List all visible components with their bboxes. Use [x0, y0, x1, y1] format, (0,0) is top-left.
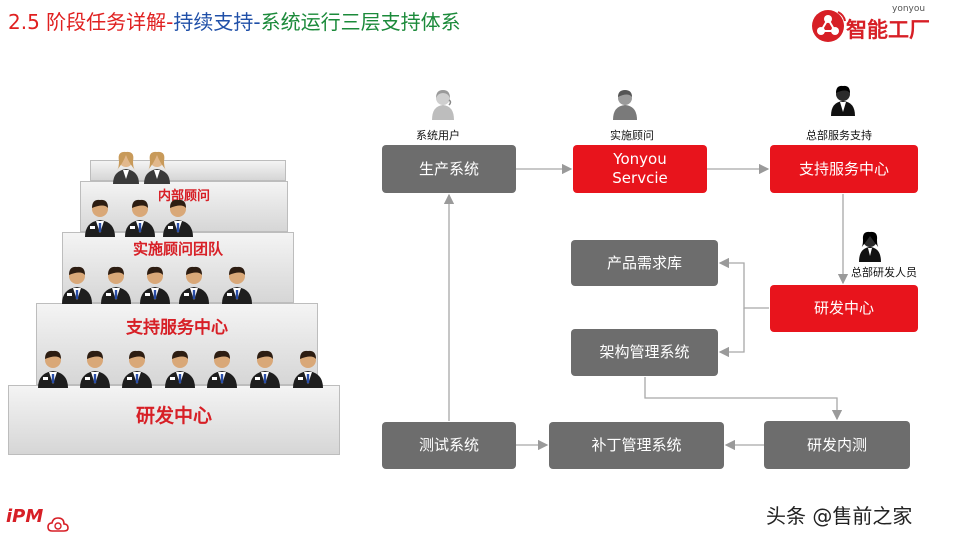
title-part-stage: 2.5 阶段任务详解- — [8, 10, 174, 34]
ipm-logo-text: iPM — [6, 506, 44, 527]
step-internal-consultant: 内部顾问 — [80, 181, 288, 232]
implementation-consultant-icon — [613, 90, 637, 120]
node-production-system: 生产系统 — [382, 145, 516, 193]
title-part-system: 系统运行三层支持体系 — [260, 10, 461, 34]
cloud-camera-icon — [47, 517, 69, 532]
hq-rd-staff-icon — [859, 231, 881, 262]
step-label-support-center: 支持服务中心 — [126, 318, 228, 338]
role-label-system-user: 系统用户 — [416, 129, 460, 142]
step-top-slab — [90, 160, 286, 181]
node-support-center: 支持服务中心 — [770, 145, 918, 193]
watermark-text: 头条 @售前之家 — [766, 504, 913, 528]
step-rd-center: 研发中心 — [8, 385, 340, 455]
logo-text: 智能工厂 — [846, 18, 930, 42]
logo-brand: yonyou — [892, 4, 926, 14]
step-support-center: 支持服务中心 — [36, 303, 318, 385]
system-user-icon — [432, 90, 454, 120]
step-consultant-team: 实施顾问团队 — [62, 232, 294, 303]
node-yonyou-service: Yonyou Servcie — [573, 145, 707, 193]
node-patch-management: 补丁管理系统 — [549, 422, 724, 469]
role-label-hq-support: 总部服务支持 — [806, 129, 872, 142]
title-part-support: 持续支持- — [173, 10, 261, 34]
node-rd-internal-test: 研发内测 — [764, 421, 910, 469]
node-architecture-management: 架构管理系统 — [571, 329, 718, 376]
role-label-implementation-consultant: 实施顾问 — [610, 129, 654, 142]
page-title: 2.5 阶段任务详解-持续支持-系统运行三层支持体系 — [8, 6, 461, 35]
step-label-internal-consultant: 内部顾问 — [157, 189, 210, 204]
step-label-consultant-team: 实施顾问团队 — [132, 240, 223, 258]
node-test-system: 测试系统 — [382, 422, 516, 469]
node-product-demand-library: 产品需求库 — [571, 240, 718, 286]
hq-support-icon — [831, 85, 855, 116]
support-staircase: 研发中心 支持服务中心 实施顾问团队 内部顾问 — [0, 140, 350, 470]
role-label-hq-rd-staff: 总部研发人员 — [851, 266, 917, 279]
node-rd-center: 研发中心 — [770, 285, 918, 332]
step-label-rd-center: 研发中心 — [135, 405, 212, 427]
yonyou-logo-icon — [812, 10, 846, 42]
